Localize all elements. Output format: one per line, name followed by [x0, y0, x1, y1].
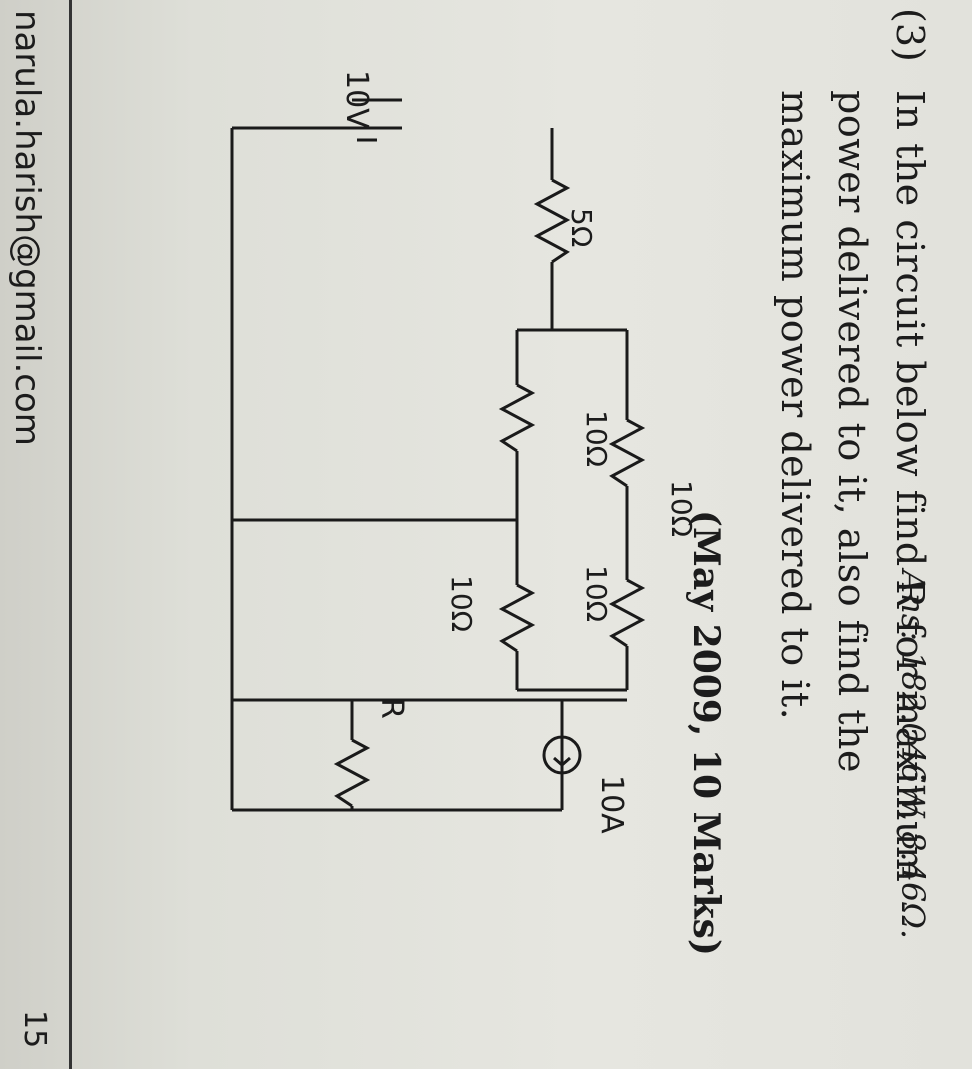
exam-reference: (May 2009, 10 Marks) — [685, 510, 727, 956]
footer-email: narula.harish@gmail.com — [7, 10, 47, 446]
page-number: 15 — [17, 1010, 52, 1049]
label-r-a: 10Ω — [580, 410, 613, 467]
label-current-source: 10A — [594, 775, 629, 834]
label-r-c: 10Ω — [665, 480, 698, 537]
label-r-d: 10Ω — [445, 575, 478, 632]
label-source-voltage: 10V — [339, 70, 374, 129]
label-load-r: R — [374, 698, 409, 719]
footer-rule — [69, 0, 72, 1069]
label-5-ohm: 5Ω — [565, 208, 598, 247]
answer: Ans: 182.046W, 8.46Ω. — [894, 570, 932, 940]
label-r-b: 10Ω — [580, 565, 613, 622]
